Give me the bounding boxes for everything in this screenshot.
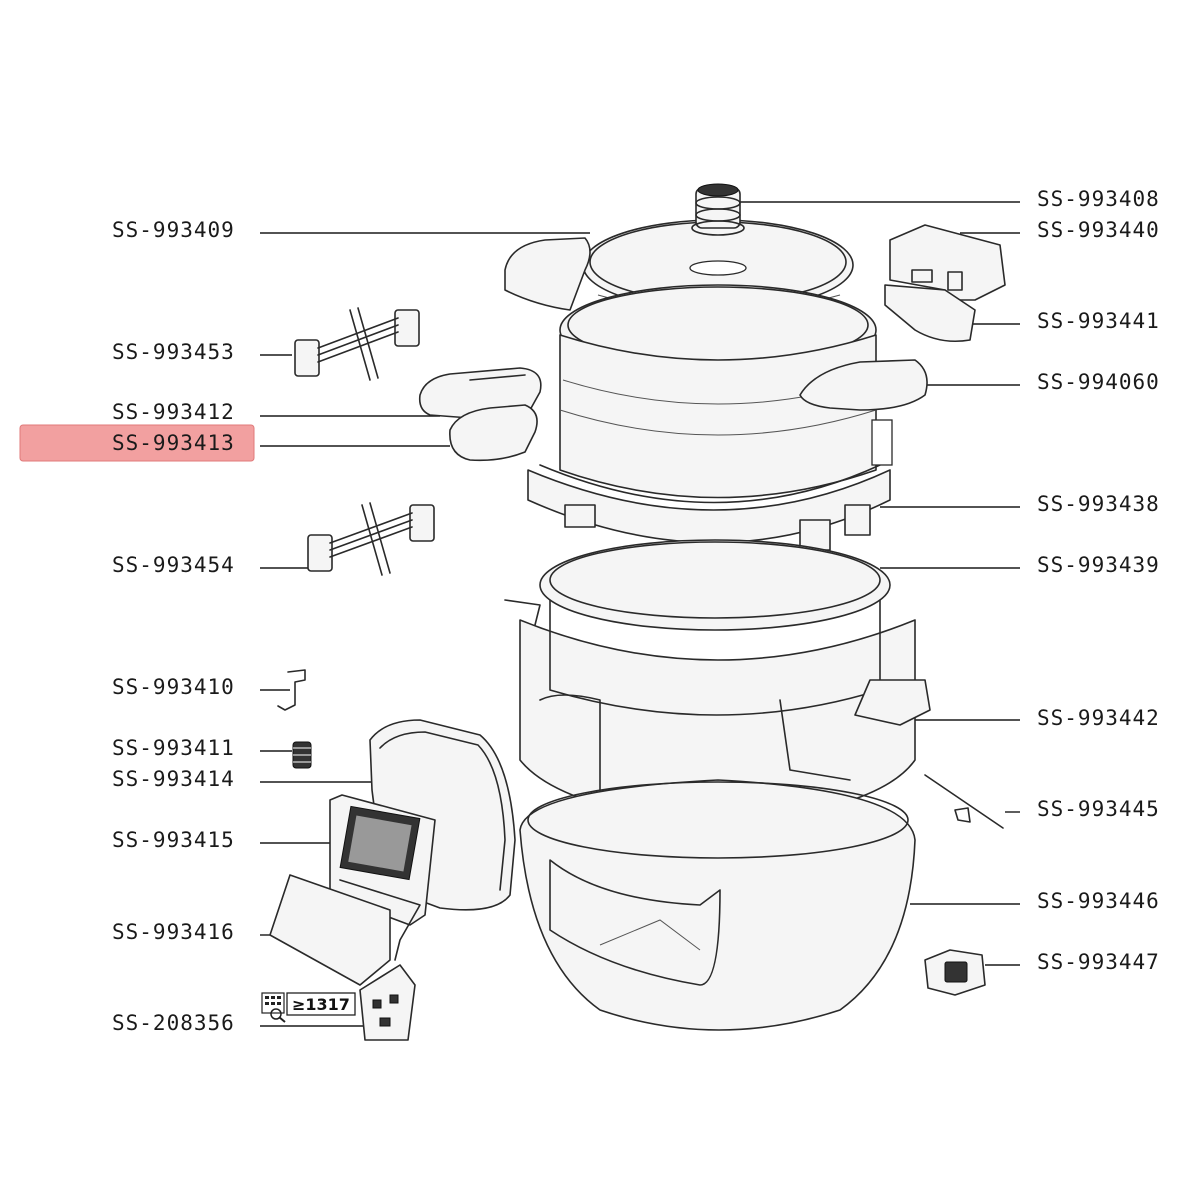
part-label-ss-993409[interactable]: SS-993409 [112,218,235,242]
part-label-ss-993440[interactable]: SS-993440 [1037,218,1160,242]
part-label-ss-993438[interactable]: SS-993438 [1037,492,1160,516]
part-label-ss-993413[interactable]: SS-993413 [112,431,235,455]
valve-part[interactable] [691,183,745,236]
version-badge-text: ≥1317 [292,995,350,1014]
part-label-ss-993439[interactable]: SS-993439 [1037,553,1160,577]
part-label-ss-993454[interactable]: SS-993454 [112,553,235,577]
part-label-ss-993410[interactable]: SS-993410 [112,675,235,699]
part-label-ss-993411[interactable]: SS-993411 [112,736,235,760]
power-socket-part[interactable] [924,949,986,996]
calculator-icon [261,992,286,1023]
hinge-bracket-part[interactable] [884,224,1006,343]
wire-harness-upper-part[interactable] [294,307,420,381]
part-label-ss-993415[interactable]: SS-993415 [112,828,235,852]
part-label-ss-993453[interactable]: SS-993453 [112,340,235,364]
part-label-ss-993414[interactable]: SS-993414 [112,767,235,791]
display-module-part[interactable] [329,794,436,961]
rod-part[interactable] [924,774,1004,829]
spring-part[interactable] [292,741,312,769]
part-label-ss-993416[interactable]: SS-993416 [112,920,235,944]
collar-ring-part[interactable] [527,419,893,551]
small-bracket-part[interactable] [277,669,306,711]
control-board-part[interactable] [359,964,416,1041]
version-badge: ≥1317 [261,992,356,1023]
label-sheet-part[interactable] [269,874,391,986]
base-shell-part[interactable] [519,779,916,1031]
part-label-ss-993447[interactable]: SS-993447 [1037,950,1160,974]
part-label-ss-994060[interactable]: SS-994060 [1037,370,1160,394]
selected-part-highlight [19,424,255,462]
leader-lines [260,201,1020,1027]
part-label-ss-993445[interactable]: SS-993445 [1037,797,1160,821]
part-label-ss-993441[interactable]: SS-993441 [1037,309,1160,333]
part-label-ss-993412[interactable]: SS-993412 [112,400,235,424]
pot-body-part[interactable] [504,237,928,499]
handle-cap-part[interactable] [449,404,538,462]
part-label-ss-208356[interactable]: SS-208356 [112,1011,235,1035]
wire-harness-lower-part[interactable] [307,502,435,576]
part-label-ss-993446[interactable]: SS-993446 [1037,889,1160,913]
part-label-ss-993408[interactable]: SS-993408 [1037,187,1160,211]
seal-ring-part[interactable] [539,539,891,631]
part-label-ss-993442[interactable]: SS-993442 [1037,706,1160,730]
